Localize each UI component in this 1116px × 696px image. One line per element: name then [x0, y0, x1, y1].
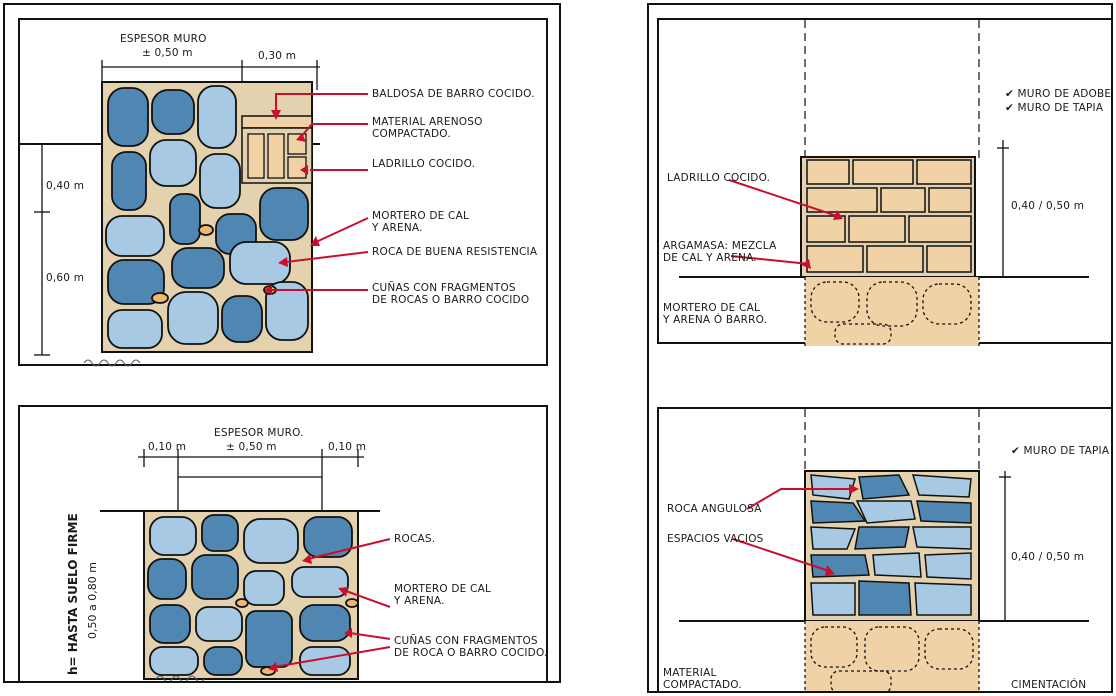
check-tapia: ✔ MURO DE TAPIA [1005, 102, 1104, 114]
label-wedges: CUÑAS CON FRAGMENTOS DE ROCAS O BARRO CO… [372, 282, 530, 306]
wall-width-label: ESPESOR MURO [120, 33, 207, 45]
wall-width-label-b: ESPESOR MURO. [214, 427, 304, 439]
label-argamasa: ARGAMASA: MEZCLA DE CAL Y ARENA. [663, 240, 777, 264]
height-range-value: 0,50 a 0,80 m [86, 562, 99, 639]
check-tapia-d-text: MURO DE TAPIA [1023, 445, 1110, 457]
check-tapia-d: ✔ MURO DE TAPIA [1011, 445, 1110, 457]
label-brick: LADRILLO COCIDO. [372, 158, 476, 170]
detail-frame-a: ESPESOR MURO ± 0,50 m 0,30 m 0,40 m 0,60… [18, 18, 548, 367]
drawing-d [679, 409, 1089, 691]
right-margin-value: 0,10 m [328, 441, 367, 453]
detail-frame-d: ✔ MURO DE TAPIA 0,40 / 0,50 m ROCA ANGUL… [657, 407, 1111, 691]
label-brick-c: LADRILLO COCIDO. [667, 172, 771, 184]
drawing-c [679, 20, 1089, 346]
label-foundation: CIMENTACIÓN [1011, 679, 1087, 691]
height-to-firm-soil: h= HASTA SUELO FIRME [66, 513, 80, 675]
label-rock: ROCA DE BUENA RESISTENCIA [372, 246, 538, 258]
left-margin-value: 0,10 m [148, 441, 187, 453]
wall-width-value: ± 0,50 m [142, 47, 193, 59]
label-compacted: MATERIAL COMPACTADO. [663, 667, 742, 691]
check-adobe: ✔ MURO DE ADOBE [1005, 88, 1112, 100]
label-wedges-b: CUÑAS CON FRAGMENTOS DE ROCA O BARRO COC… [394, 635, 548, 659]
panel-brick-wall-details: ✔ MURO DE ADOBE ✔ MURO DE TAPIA 0,40 / 0… [647, 3, 1113, 693]
panel-stone-wall-upper-detail: ESPESOR MURO ± 0,50 m 0,30 m 0,40 m 0,60… [3, 3, 561, 683]
drawing-b [100, 449, 391, 681]
label-voids: ESPACIOS VACIOS [667, 533, 764, 545]
lower-height-value: 0,60 m [46, 272, 85, 284]
label-rocks: ROCAS. [394, 533, 436, 545]
check-tapia-text: MURO DE TAPIA [1017, 102, 1104, 114]
label-tile: BALDOSA DE BARRO COCIDO. [372, 88, 535, 100]
ledge-width-value: 0,30 m [258, 50, 297, 62]
label-base-mortar: MORTERO DE CAL Y ARENA ó BARRO. [663, 302, 768, 326]
check-adobe-text: MURO DE ADOBE [1017, 88, 1112, 100]
detail-frame-b: ESPESOR MURO. 0,10 m ± 0,50 m 0,10 m h= … [18, 405, 548, 681]
dim-value-c: 0,40 / 0,50 m [1011, 200, 1085, 212]
drawing-a [20, 60, 369, 367]
label-angular-rock: ROCA ANGULOSA [667, 503, 762, 515]
detail-frame-c: ✔ MURO DE ADOBE ✔ MURO DE TAPIA 0,40 / 0… [657, 18, 1112, 346]
label-mortar: MORTERO DE CAL Y ARENA. [372, 210, 470, 234]
upper-height-value: 0,40 m [46, 180, 85, 192]
label-sand: MATERIAL ARENOSO COMPACTADO. [372, 116, 483, 140]
label-mortar-b: MORTERO DE CAL Y ARENA. [394, 583, 492, 607]
dim-value-d: 0,40 / 0,50 m [1011, 551, 1085, 563]
wall-width-value-b: ± 0,50 m [226, 441, 277, 453]
